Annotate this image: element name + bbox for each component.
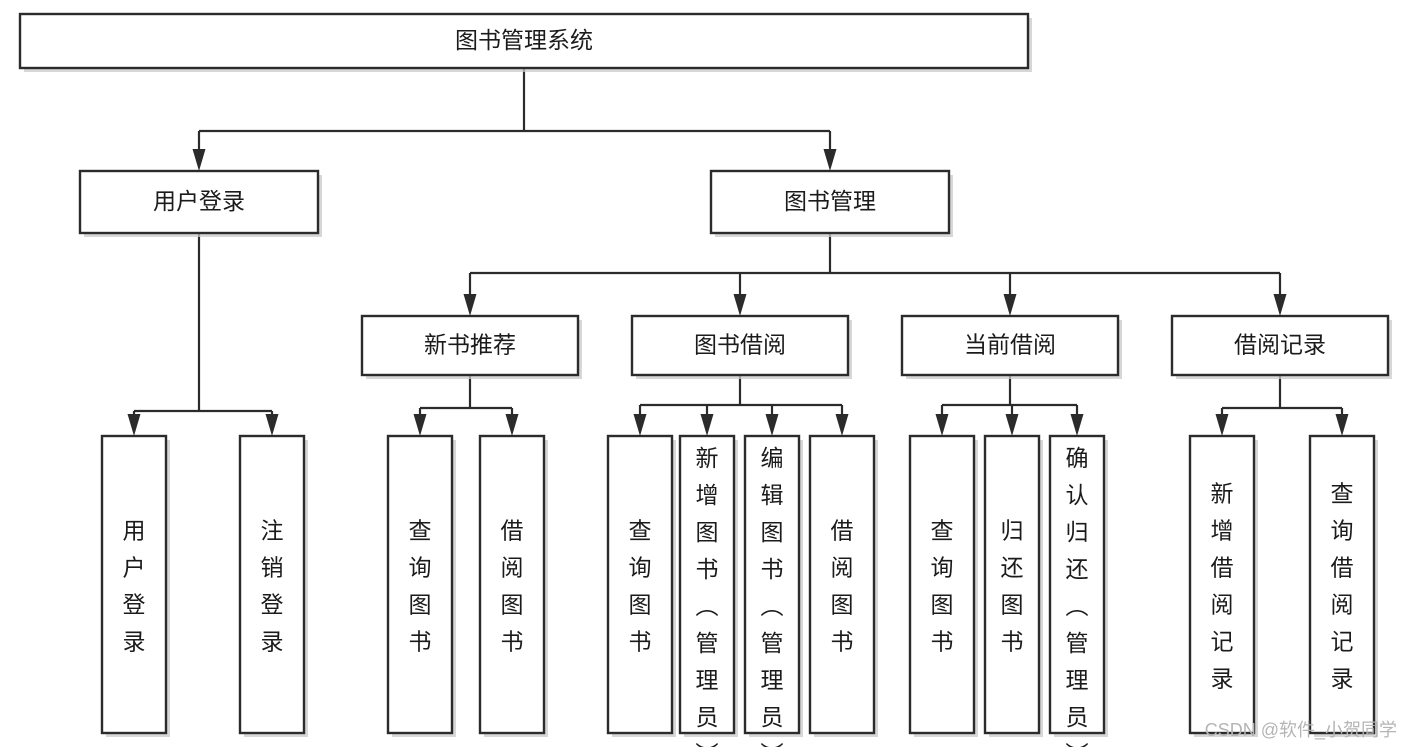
watermark: CSDN @软件_小贺同学 <box>1204 720 1397 740</box>
node-label: 图书管理系统 <box>455 27 593 53</box>
node-leaf-borrow-book-1[interactable]: 借阅图书 <box>478 434 548 737</box>
node-rect[interactable] <box>983 434 1041 735</box>
node-rect[interactable] <box>100 434 168 735</box>
node-rect[interactable] <box>78 169 320 235</box>
node-leaf-return-book[interactable]: 归还图书 <box>983 434 1043 737</box>
node-label: 归还图书 <box>1001 518 1024 655</box>
node-rect[interactable] <box>743 434 801 735</box>
node-label: 借阅记录 <box>1234 332 1326 358</box>
node-rect[interactable] <box>808 434 876 735</box>
edge-group-user-login <box>127 233 279 436</box>
edge-group-current-borrow <box>935 375 1084 436</box>
node-borrow-record[interactable]: 借阅记录 <box>1170 314 1392 379</box>
node-rect[interactable] <box>606 434 674 735</box>
node-rect[interactable] <box>1170 314 1390 377</box>
node-label: 查询图书 <box>409 518 432 655</box>
node-leaf-query-book-1[interactable]: 查询图书 <box>386 434 456 737</box>
node-new-book-rec[interactable]: 新书推荐 <box>360 314 582 379</box>
node-book-borrow[interactable]: 图书借阅 <box>630 314 852 379</box>
node-label: 查询借阅记录 <box>1331 481 1354 692</box>
node-leaf-user-login[interactable]: 用户登录 <box>100 434 170 737</box>
node-label: 借阅图书 <box>831 518 854 655</box>
node-leaf-add-book[interactable]: 新增图书︵管理员︶ <box>678 434 738 747</box>
node-label: 图书管理 <box>784 188 876 214</box>
node-current-borrow[interactable]: 当前借阅 <box>900 314 1122 379</box>
node-rect[interactable] <box>1048 434 1106 735</box>
node-rect[interactable] <box>709 169 951 235</box>
node-rect[interactable] <box>360 314 580 377</box>
node-label: 查询图书 <box>629 518 652 655</box>
node-leaf-confirm-return[interactable]: 确认归还︵管理员︶ <box>1048 434 1108 747</box>
node-leaf-logout[interactable]: 注销登录 <box>238 434 308 737</box>
node-label: 用户登录 <box>153 188 245 214</box>
node-label: 借阅图书 <box>501 518 524 655</box>
node-rect[interactable] <box>1188 434 1256 735</box>
node-label: 用户登录 <box>123 518 146 655</box>
node-leaf-edit-book[interactable]: 编辑图书︵管理员︶ <box>743 434 803 747</box>
node-leaf-query-record[interactable]: 查询借阅记录 <box>1308 434 1378 737</box>
edge-group-book-manage <box>463 233 1287 316</box>
node-user-login[interactable]: 用户登录 <box>78 169 322 237</box>
node-rect[interactable] <box>1308 434 1376 735</box>
node-label: 图书借阅 <box>694 332 786 358</box>
node-label: 新增图书︵管理员︶ <box>696 445 719 747</box>
node-rect[interactable] <box>386 434 454 735</box>
node-rect[interactable] <box>18 12 1030 70</box>
edges-layer <box>127 68 1349 436</box>
node-leaf-add-record[interactable]: 新增借阅记录 <box>1188 434 1258 737</box>
node-label: 注销登录 <box>261 518 284 655</box>
node-label: 新增借阅记录 <box>1211 481 1234 692</box>
node-leaf-query-book-2[interactable]: 查询图书 <box>606 434 676 737</box>
node-leaf-query-book-3[interactable]: 查询图书 <box>908 434 978 737</box>
node-rect[interactable] <box>630 314 850 377</box>
node-label: 查询图书 <box>931 518 954 655</box>
node-rect[interactable] <box>908 434 976 735</box>
node-book-manage[interactable]: 图书管理 <box>709 169 953 237</box>
node-rect[interactable] <box>478 434 546 735</box>
node-label: 编辑图书︵管理员︶ <box>761 445 784 747</box>
edge-group-new-book-rec <box>413 375 519 436</box>
node-label: 当前借阅 <box>964 332 1056 358</box>
nodes-layer: 图书管理系统用户登录图书管理新书推荐图书借阅当前借阅借阅记录用户登录注销登录查询… <box>18 12 1392 747</box>
node-label: 新书推荐 <box>424 332 516 358</box>
node-leaf-borrow-book-2[interactable]: 借阅图书 <box>808 434 878 737</box>
node-rect[interactable] <box>678 434 736 735</box>
edge-group-root <box>192 68 837 171</box>
node-rect[interactable] <box>238 434 306 735</box>
edge-group-book-borrow <box>633 375 849 436</box>
node-rect[interactable] <box>900 314 1120 377</box>
node-root[interactable]: 图书管理系统 <box>18 12 1032 72</box>
node-label: 确认归还︵管理员︶ <box>1066 445 1089 747</box>
edge-group-borrow-record <box>1215 375 1349 436</box>
